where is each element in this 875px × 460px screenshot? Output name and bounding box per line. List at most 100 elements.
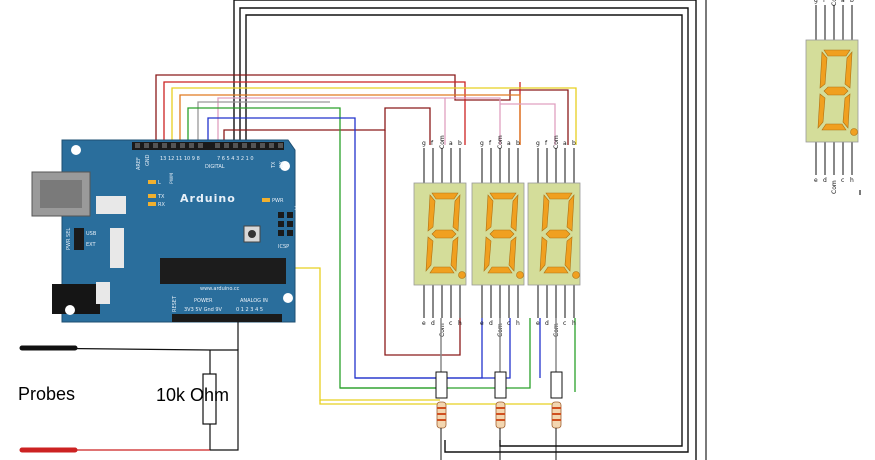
segment-c — [564, 236, 573, 272]
segment-c — [450, 236, 459, 272]
pin-label-bottom: e — [536, 320, 540, 327]
pin-label-top: b — [572, 140, 576, 147]
pin-label-top: a — [563, 140, 567, 147]
segment-b — [844, 51, 853, 89]
label-icsp-1: 1 — [294, 206, 297, 212]
pin-label-bottom: c — [563, 320, 566, 327]
pin-label-top: a — [841, 0, 845, 4]
label-usb: USB — [86, 231, 97, 237]
label-aref: AREF — [136, 157, 142, 170]
display-resistor-1 — [435, 318, 448, 460]
segment-a — [823, 49, 851, 57]
label-tx: TX — [271, 161, 277, 169]
label-pwm: PWM — [169, 173, 175, 184]
signal-wires — [155, 74, 577, 405]
wire-green-low — [340, 318, 531, 389]
label-icsp: ICSP — [278, 244, 289, 250]
label-pins-top: 13 12 11 10 9 8 — [160, 156, 200, 162]
pin-label-top: Com — [497, 135, 504, 149]
pin-label-bottom: Com — [831, 180, 838, 194]
power-jack — [52, 284, 100, 314]
pin-label-top: Com — [439, 135, 446, 149]
pin-label-top: f — [431, 140, 434, 147]
segment-g — [545, 229, 571, 239]
pin-label-top: b — [516, 140, 520, 147]
wire-blue-low — [355, 318, 483, 379]
segment-b — [566, 194, 575, 232]
wire-pink-3 — [500, 103, 556, 145]
frame-lines — [705, 0, 861, 460]
segment-f — [541, 194, 550, 232]
pin-label-bottom: h — [458, 320, 462, 327]
segment-e — [539, 236, 548, 272]
display-resistor-2 — [494, 318, 507, 460]
pin-label-top: Com — [831, 0, 838, 6]
segment-d — [821, 123, 847, 131]
pin-label-top: g — [480, 140, 484, 147]
segment-a — [431, 192, 459, 200]
pin-label-top: a — [507, 140, 511, 147]
pin-label-bottom: d — [545, 320, 549, 327]
display-resistor-3 — [550, 318, 563, 460]
pin-label-top: b — [458, 140, 462, 147]
pin-label-bottom: e — [480, 320, 484, 327]
segment-g — [823, 86, 849, 96]
pin-label-top: g — [536, 140, 540, 147]
wire-darkred — [155, 74, 569, 145]
label-power: POWER — [194, 298, 213, 304]
pin-label-top: Com — [553, 135, 560, 149]
label-rx: RX — [279, 161, 285, 168]
segment-c — [842, 93, 851, 129]
arduino-url: www.arduino.cc — [200, 286, 240, 292]
segment-c — [508, 236, 517, 272]
wire-yellow-low2 — [319, 400, 552, 405]
wire-orange — [179, 94, 521, 145]
wire-gray — [197, 101, 330, 145]
label-pwr: PWR — [272, 198, 284, 204]
segment-a — [545, 192, 573, 200]
pin-label-top: f — [823, 0, 826, 4]
pin-label-bottom: c — [449, 320, 452, 327]
pin-label-bottom: d — [823, 177, 827, 184]
segment-b — [510, 194, 519, 232]
label-analog: ANALOG IN — [240, 298, 268, 304]
display-resistors — [435, 318, 563, 460]
segment-f — [427, 194, 436, 232]
label-analog-pins: 0 1 2 3 4 5 — [236, 307, 263, 313]
pin-label-top: f — [545, 140, 548, 147]
pin-label-bottom: Com — [439, 323, 446, 337]
decimal-point — [458, 271, 466, 279]
pin-label-top: g — [422, 140, 426, 147]
pin-label-bottom: d — [431, 320, 435, 327]
decimal-point — [850, 128, 858, 136]
pin-label-top: f — [489, 140, 492, 147]
pin-label-bottom: h — [572, 320, 576, 327]
segment-a — [489, 192, 517, 200]
segment-b — [452, 194, 461, 232]
pin-label-bottom: d — [489, 320, 493, 327]
seven-segment-displays: gfComabedComchgfComabedComchgfComabedCom… — [413, 0, 859, 337]
label-power-pins: 3V3 5V Gnd 9V — [184, 307, 223, 313]
wire-yellow-top — [171, 87, 577, 145]
pin-label-bottom: c — [841, 177, 844, 184]
arduino-board: Arduino www.arduino.cc DIGITAL POWER ANA… — [31, 139, 297, 323]
segment-f — [485, 194, 494, 232]
arduino-brand: Arduino — [180, 192, 236, 205]
pin-label-top: b — [850, 0, 854, 4]
wire-pink — [217, 97, 446, 145]
decimal-point — [516, 271, 524, 279]
label-pins-top2: 7 6 5 4 3 2 1 0 — [217, 156, 254, 162]
pin-label-bottom: e — [422, 320, 426, 327]
pin-label-bottom: e — [814, 177, 818, 184]
label-digital: DIGITAL — [205, 164, 225, 170]
label-led-l: L — [158, 180, 161, 186]
wire-red-2 — [163, 81, 466, 145]
segment-d — [543, 266, 569, 274]
wire-darkred-low — [384, 130, 461, 356]
resistor-label: 10k Ohm — [156, 385, 229, 405]
pin-label-bottom: h — [850, 177, 854, 184]
label-ext: EXT — [86, 242, 96, 248]
